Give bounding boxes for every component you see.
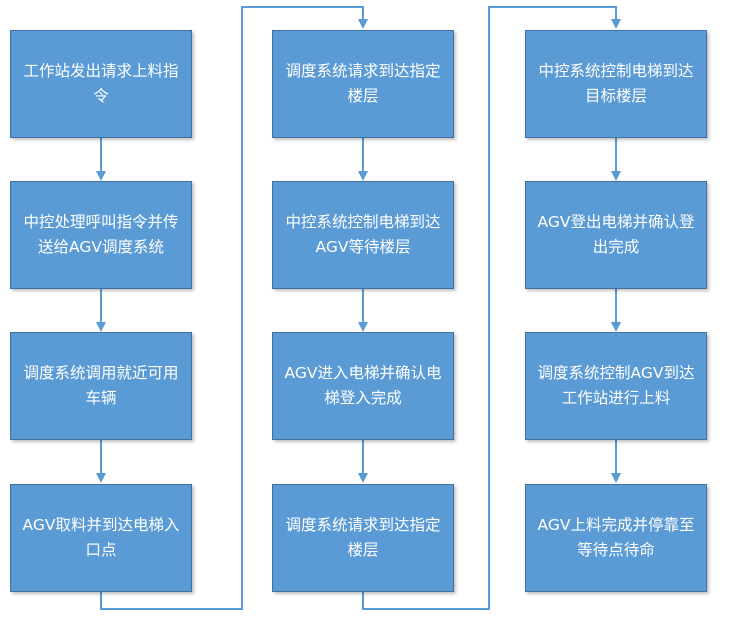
step-elevator-to-agv-floor: 中控系统控制电梯到达AGV等待楼层 bbox=[272, 181, 454, 289]
step-label: 调度系统请求到达指定楼层 bbox=[285, 62, 441, 105]
step-label: 中控处理呼叫指令并传送给AGV调度系统 bbox=[23, 213, 179, 256]
step-agv-enter-elevator: AGV进入电梯并确认电梯登入完成 bbox=[272, 332, 454, 440]
step-assign-vehicle: 调度系统调用就近可用车辆 bbox=[10, 332, 192, 440]
step-label: 工作站发出请求上料指令 bbox=[23, 62, 179, 105]
step-agv-to-workstation: 调度系统控制AGV到达工作站进行上料 bbox=[525, 332, 707, 440]
step-agv-exit-elevator: AGV登出电梯并确认登出完成 bbox=[525, 181, 707, 289]
step-label: AGV取料并到达电梯入口点 bbox=[22, 516, 180, 559]
step-label: 调度系统控制AGV到达工作站进行上料 bbox=[537, 364, 695, 407]
arrow-c2-to-c3 bbox=[362, 6, 621, 610]
step-label: AGV进入电梯并确认电梯登入完成 bbox=[284, 364, 442, 407]
step-request-feed: 工作站发出请求上料指令 bbox=[10, 30, 192, 138]
step-request-floor-1: 调度系统请求到达指定楼层 bbox=[272, 30, 454, 138]
step-label: 中控系统控制电梯到达目标楼层 bbox=[538, 62, 694, 105]
arrow-c1-to-c2 bbox=[100, 6, 368, 610]
step-elevator-to-target: 中控系统控制电梯到达目标楼层 bbox=[525, 30, 707, 138]
step-central-dispatch: 中控处理呼叫指令并传送给AGV调度系统 bbox=[10, 181, 192, 289]
step-label: 调度系统调用就近可用车辆 bbox=[23, 364, 179, 407]
step-agv-park: AGV上料完成并停靠至等待点待命 bbox=[525, 484, 707, 592]
step-label: AGV上料完成并停靠至等待点待命 bbox=[537, 516, 695, 559]
step-agv-to-elevator: AGV取料并到达电梯入口点 bbox=[10, 484, 192, 592]
step-label: AGV登出电梯并确认登出完成 bbox=[537, 213, 695, 256]
step-label: 中控系统控制电梯到达AGV等待楼层 bbox=[285, 213, 441, 256]
step-request-floor-2: 调度系统请求到达指定楼层 bbox=[272, 484, 454, 592]
step-label: 调度系统请求到达指定楼层 bbox=[285, 516, 441, 559]
